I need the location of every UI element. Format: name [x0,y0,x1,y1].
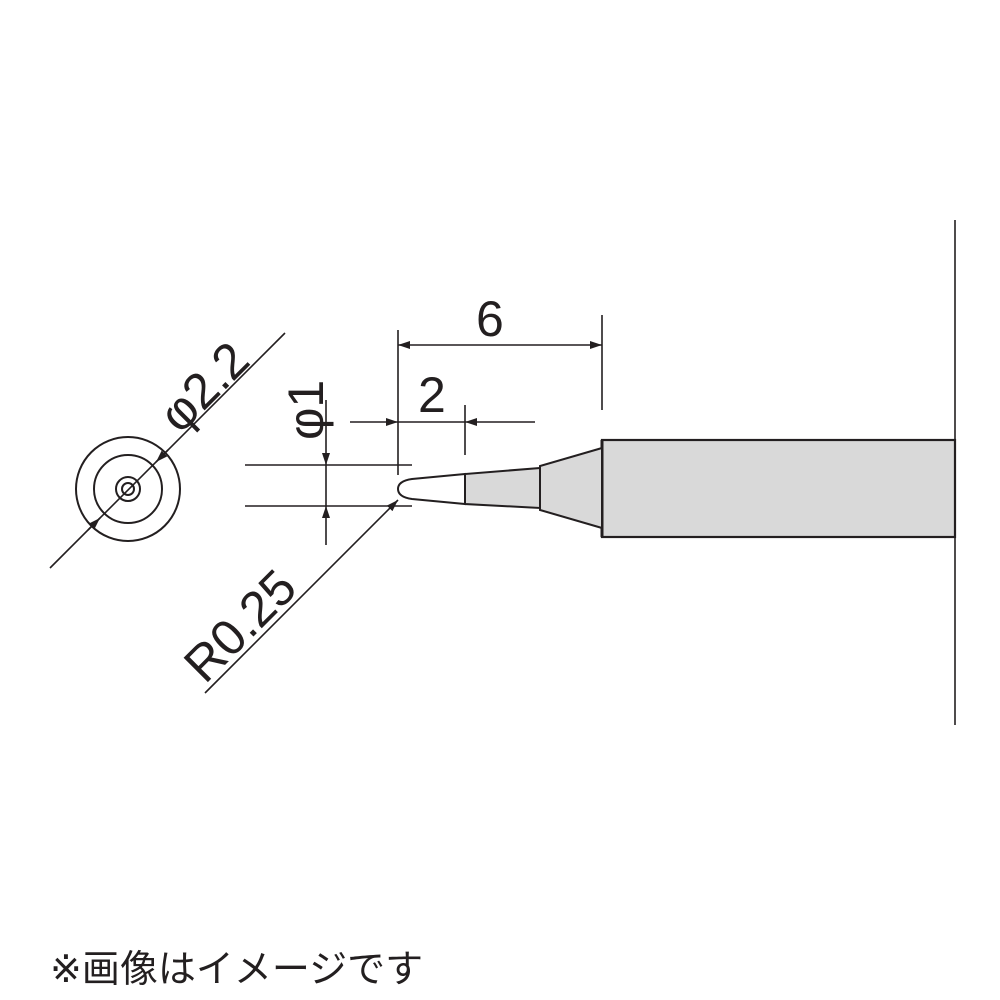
end-view [75,436,181,542]
dimension-length-tip: 2 [350,367,535,426]
diameter-tip-label: φ1 [278,380,334,440]
tip-cone [464,466,541,510]
tip-end [396,472,466,506]
inner-circle [115,476,141,502]
dimension-radius-tip: R0.25 [173,499,399,694]
dimension-length-total: 6 [398,291,602,349]
diameter-end-label: φ2.2 [148,331,260,443]
taper-section [539,446,603,530]
outer-circle [75,436,181,542]
length-tip-label: 2 [418,367,446,423]
radius-tip-label: R0.25 [173,559,307,693]
length-total-label: 6 [476,291,504,347]
middle-circle [93,454,163,524]
dimension-diameter-end: φ2.2 [49,331,286,569]
tip-side-view [396,438,957,539]
dimension-diameter-tip: φ1 [278,380,334,545]
shaft [600,438,957,539]
image-disclaimer: ※画像はイメージです [50,947,424,991]
center-circle [121,482,135,496]
